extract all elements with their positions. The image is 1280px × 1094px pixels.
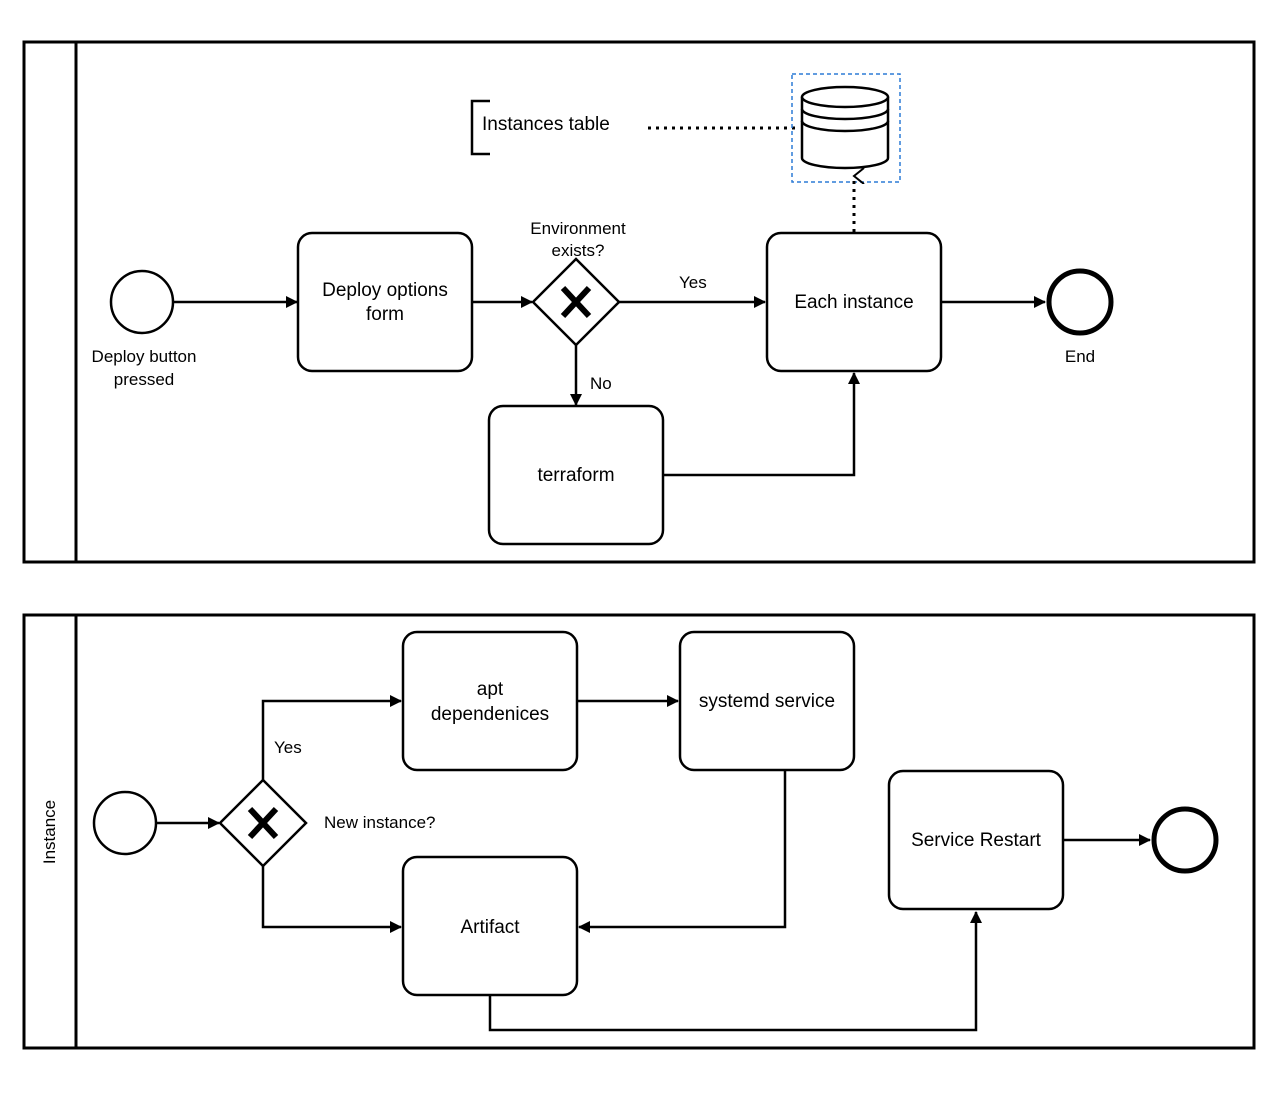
task-deploy-options-form[interactable]: Deploy options form xyxy=(296,231,474,373)
start-event-circle xyxy=(92,790,158,856)
task-box xyxy=(401,630,579,772)
task-label-line2: dependenices xyxy=(431,704,549,725)
gateway-new-instance[interactable]: New instance? xyxy=(218,778,436,868)
task-label-line1: apt xyxy=(477,679,504,700)
task-label: Service Restart xyxy=(911,830,1042,851)
flow-label-yes: Yes xyxy=(274,738,302,757)
pool-instance: Instance xyxy=(22,613,1256,1050)
sequence-flow xyxy=(663,372,860,477)
end-event[interactable]: End xyxy=(1046,268,1114,366)
annotation-instances-table: Instances table xyxy=(470,99,800,156)
annotation-text: Instances table xyxy=(482,114,610,135)
annotation-bracket xyxy=(470,99,490,156)
end-event-circle xyxy=(1151,806,1219,874)
task-apt-dependencies[interactable]: apt dependenices xyxy=(401,630,579,772)
database-icon xyxy=(800,97,890,170)
task-each-instance[interactable]: Each instance xyxy=(765,231,943,373)
task-box xyxy=(296,231,474,373)
task-label: Artifact xyxy=(460,917,520,938)
task-label: terraform xyxy=(537,465,614,486)
gateway-environment-exists[interactable]: Environment exists? xyxy=(530,219,626,347)
task-terraform[interactable]: terraform xyxy=(487,404,665,546)
sequence-flow xyxy=(578,770,787,933)
flow-label-yes: Yes xyxy=(679,273,707,292)
data-store-instances[interactable] xyxy=(791,73,901,183)
gateway-label: New instance? xyxy=(324,813,436,832)
start-event-deploy[interactable]: Deploy button pressed xyxy=(92,269,197,389)
task-service-restart[interactable]: Service Restart xyxy=(887,769,1065,911)
gateway-label-line1: Environment xyxy=(530,219,626,238)
pool-deploy-border xyxy=(22,40,1256,564)
sequence-flow-no xyxy=(261,866,402,933)
end-event-circle xyxy=(1046,268,1114,336)
task-label: Each instance xyxy=(794,292,913,313)
pool-instance-border xyxy=(22,613,1256,1050)
start-event-circle xyxy=(109,269,175,335)
start-event-label-line2: pressed xyxy=(114,370,174,389)
task-label: systemd service xyxy=(699,691,835,712)
task-label-line1: Deploy options xyxy=(322,280,448,301)
gateway-label-line2: exists? xyxy=(552,241,605,260)
task-label-line2: form xyxy=(366,304,404,325)
end-event-instance[interactable] xyxy=(1151,806,1219,874)
task-box xyxy=(678,630,856,772)
task-artifact[interactable]: Artifact xyxy=(401,855,579,997)
flow-label-no: No xyxy=(590,374,612,393)
start-event-instance[interactable] xyxy=(92,790,158,856)
pool-deploy xyxy=(22,40,1256,564)
sequence-flow-yes xyxy=(261,695,402,780)
selection-outline xyxy=(791,73,901,183)
end-event-label: End xyxy=(1065,347,1095,366)
task-systemd-service[interactable]: systemd service xyxy=(678,630,856,772)
sequence-flow xyxy=(488,911,982,1032)
start-event-label-line1: Deploy button xyxy=(92,347,197,366)
pool-instance-label: Instance xyxy=(40,800,59,864)
